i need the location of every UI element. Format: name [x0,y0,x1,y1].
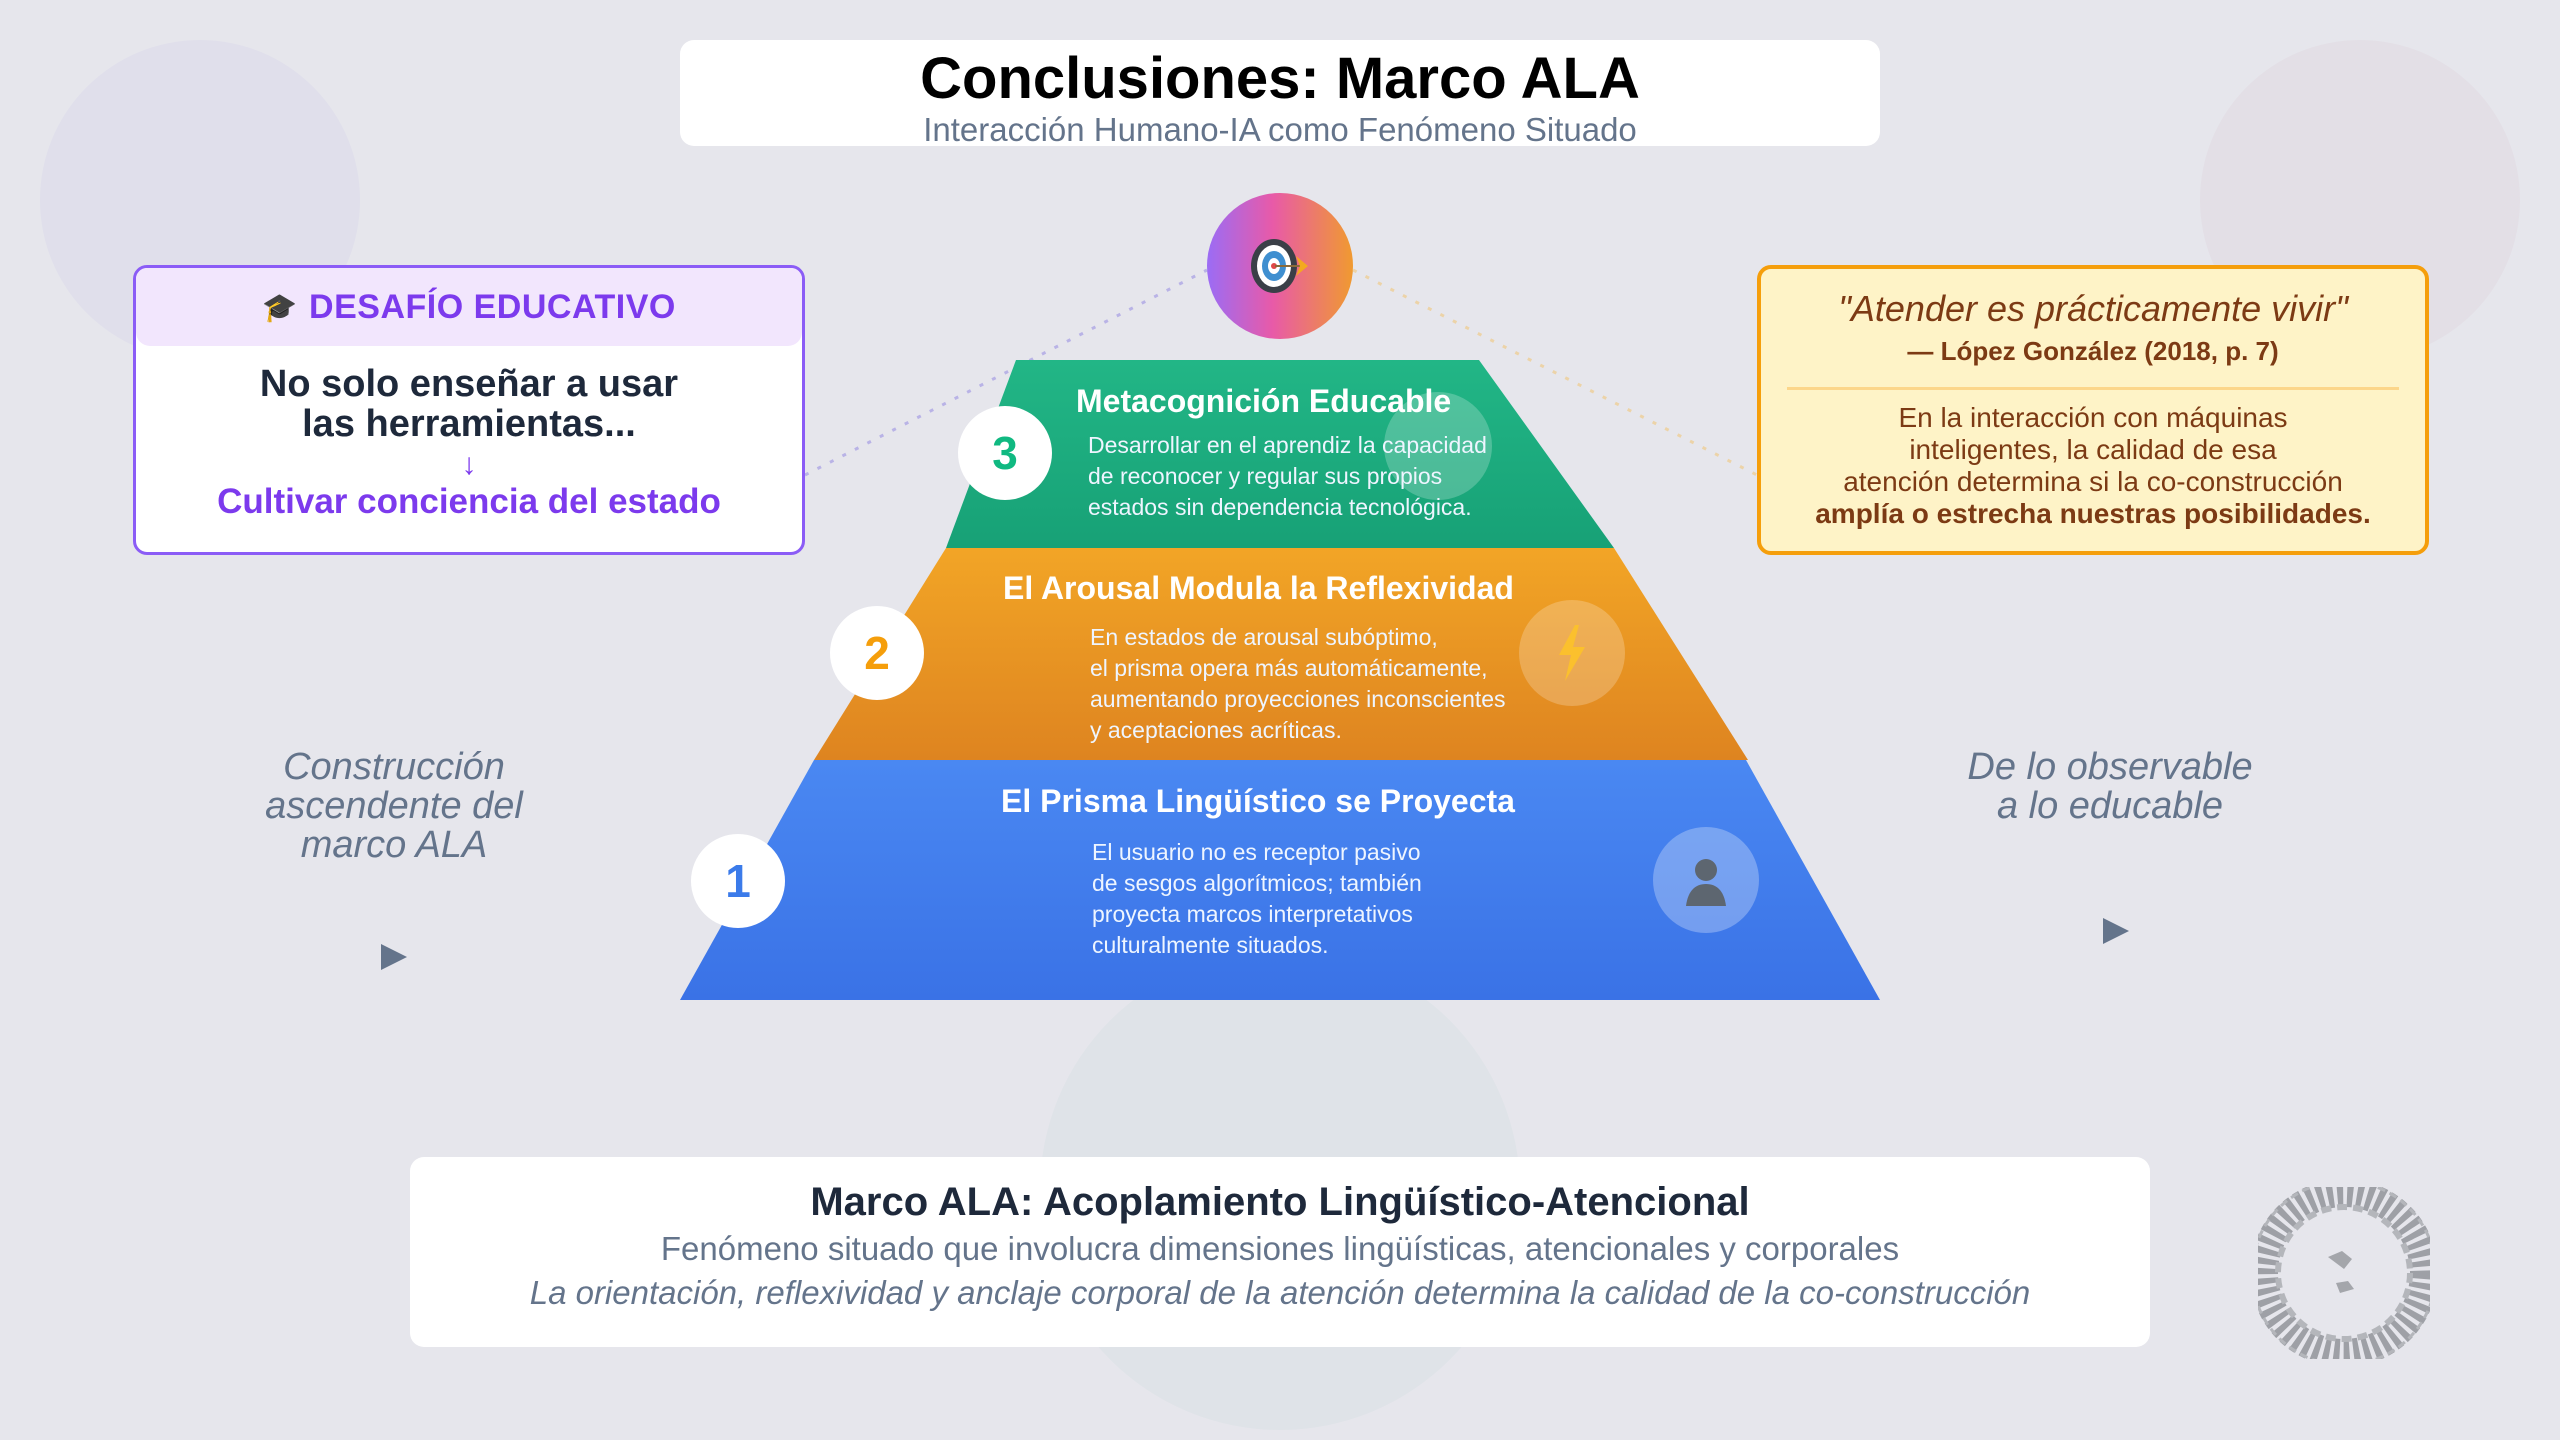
right-side-label: De lo observable a lo educable [1920,748,2300,826]
level-3-number-badge: 3 [958,406,1052,500]
level-2-desc-line: aumentando proyecciones inconscientes [1090,686,1506,712]
framework-summary-card: Marco ALA: Acoplamiento Lingüístico-Aten… [410,1157,2150,1347]
level-3-desc-line: de reconocer y regular sus propios [1088,463,1443,489]
challenge-main-text: No solo enseñar a usar las herramientas.… [136,364,802,444]
level-1-desc-line: proyecta marcos interpretativos [1092,901,1413,927]
level-3-decor-circle [1384,392,1492,500]
right-label-line: a lo educable [1996,785,2224,827]
level-2-desc-line: el prisma opera más automáticamente, [1090,655,1488,681]
challenge-emphasis: Cultivar conciencia del estado [217,482,721,521]
right-label-line: De lo observable [1967,746,2253,788]
level-3-title: Metacognición Educable [1076,383,1452,419]
quote-body-bold: amplía o estrecha nuestras posibilidades… [1815,498,2371,529]
level-1-desc-line: culturalmente situados. [1092,932,1329,958]
left-label-line: marco ALA [300,824,488,866]
connector-left [804,268,1208,477]
down-arrow-icon: ↓ [461,448,477,481]
level-1-desc-line: de sesgos algorítmicos; también [1092,870,1422,896]
challenge-line-2: las herramientas... [302,403,636,445]
left-play-arrow-icon [381,944,407,970]
graduation-cap-icon: 🎓 [262,291,298,323]
quote-body-line: inteligentes, la calidad de esa [1909,434,2277,465]
level-1-description: El usuario no es receptor pasivo de sesg… [1092,837,1422,961]
quote-card: "Atender es prácticamente vivir" — López… [1757,265,2429,555]
connector-right [1352,268,1758,477]
quote-body: En la interacción con máquinas inteligen… [1761,402,2425,530]
framework-subtitle: Fenómeno situado que involucra dimension… [660,1230,1900,1267]
educational-challenge-card: 🎓 DESAFÍO EDUCATIVO No solo enseñar a us… [133,265,805,555]
framework-italic-note: La orientación, reflexividad y anclaje c… [529,1274,2031,1311]
page-subtitle: Interacción Humano-IA como Fenómeno Situ… [923,111,1637,148]
level-2-desc-line: En estados de arousal subóptimo, [1090,624,1438,650]
level-3-description: Desarrollar en el aprendiz la capacidad … [1088,430,1487,523]
left-label-line: Construcción [283,746,505,788]
level-2-title: El Arousal Modula la Reflexividad [1003,570,1514,606]
level-2-description: En estados de arousal subóptimo, el pris… [1090,622,1506,746]
title-card: Conclusiones: Marco ALA Interacción Huma… [680,40,1880,148]
lightning-bolt-icon [1519,600,1625,706]
level-1-desc-line: El usuario no es receptor pasivo [1092,839,1421,865]
quote-divider [1787,387,2399,390]
pyramid-level-2 [814,548,1748,760]
pyramid-level-1 [680,760,1880,1000]
quote-body-line: atención determina si la co-construcción [1843,466,2343,497]
level-3-desc-line: Desarrollar en el aprendiz la capacidad [1088,432,1487,458]
quote-body-line: En la interacción con máquinas [1898,402,2288,433]
circular-network-logo-icon [2258,1187,2430,1359]
bullseye-arrow-icon [1251,239,1308,293]
challenge-heading: DESAFÍO EDUCATIVO [309,287,676,326]
level-2-number-badge: 2 [830,606,924,700]
level-2-desc-line: y aceptaciones acríticas. [1090,717,1342,743]
person-silhouette-icon [1653,827,1759,933]
challenge-card-header: 🎓 DESAFÍO EDUCATIVO [136,268,802,346]
level-1-title: El Prisma Lingüístico se Proyecta [1001,783,1515,819]
level-3-desc-line: estados sin dependencia tecnológica. [1088,494,1472,520]
left-side-label: Construcción ascendente del marco ALA [224,748,564,865]
level-1-number-badge: 1 [691,834,785,928]
target-icon [1207,193,1353,339]
framework-title: Marco ALA: Acoplamiento Lingüístico-Aten… [810,1180,1750,1224]
page-title: Conclusiones: Marco ALA [920,46,1640,111]
quote-text: "Atender es prácticamente vivir" [1838,288,2348,329]
right-play-arrow-icon [2103,918,2129,944]
quote-author: — López González (2018, p. 7) [1907,336,2279,366]
challenge-line-1: No solo enseñar a usar [259,363,679,405]
left-label-line: ascendente del [265,785,523,827]
